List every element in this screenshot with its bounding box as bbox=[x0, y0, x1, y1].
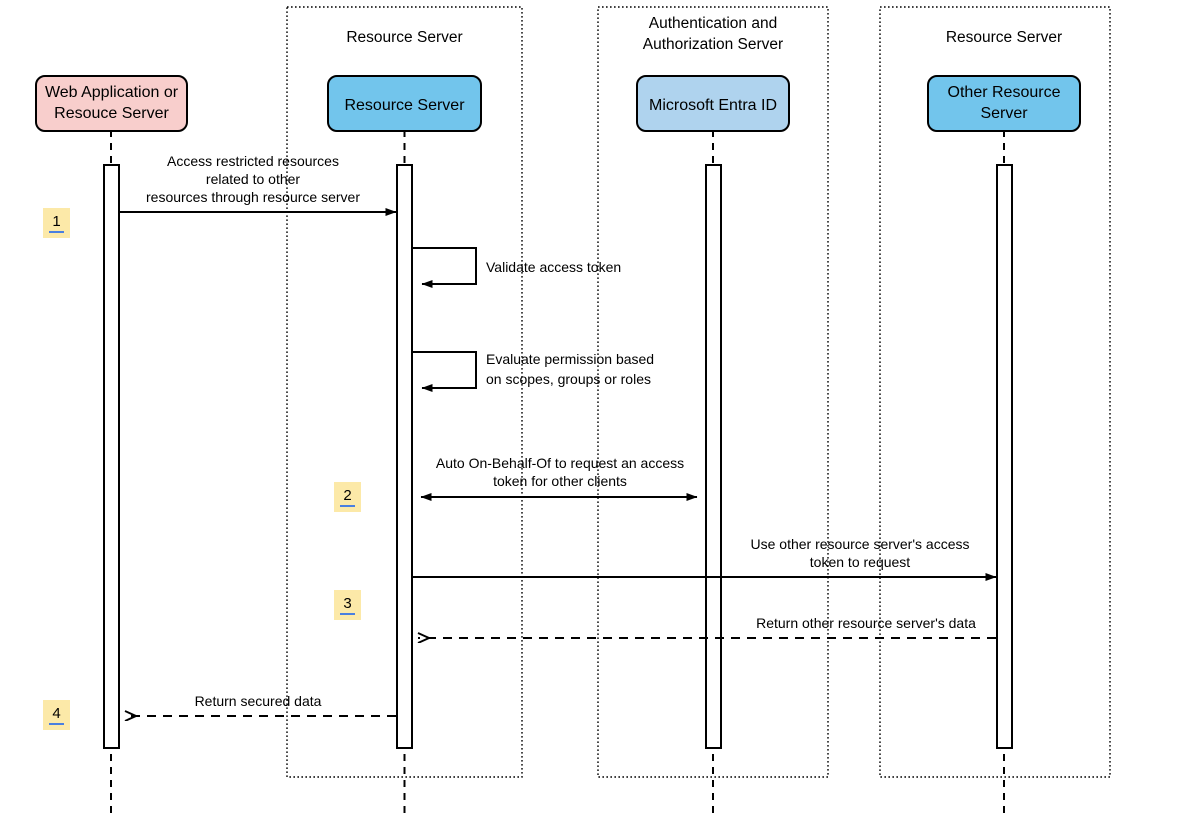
step-badge-4-number: 4 bbox=[52, 705, 60, 722]
step-badge-3[interactable]: 3 bbox=[334, 590, 361, 620]
message-auto-on-behalf-of[interactable]: Auto On-Behalf-Of to request an access t… bbox=[420, 455, 698, 501]
message-4-label: Return secured data bbox=[195, 693, 322, 709]
participant-label-resource-server: Resource Server bbox=[344, 97, 465, 114]
participant-label-other-resource-server-line2: Server bbox=[980, 105, 1028, 122]
message-use-other-resource-token[interactable]: Use other resource server's access token… bbox=[413, 536, 997, 581]
step-badge-3-number: 3 bbox=[343, 595, 351, 612]
participant-other-resource-server[interactable]: Other Resource Server bbox=[927, 75, 1081, 132]
group-label-auth-server-line1: Authentication and bbox=[649, 15, 777, 32]
participant-label-web-application-line2: Resouce Server bbox=[54, 105, 169, 122]
message-1-label-line2: related to other bbox=[206, 171, 301, 187]
step-badge-2-number: 2 bbox=[343, 487, 351, 504]
message-evaluate-permission-line1: Evaluate permission based bbox=[486, 351, 654, 367]
message-use-token-line1: Use other resource server's access bbox=[751, 536, 970, 552]
message-evaluate-permission[interactable]: Evaluate permission based on scopes, gro… bbox=[413, 351, 654, 392]
participant-web-application[interactable]: Web Application or Resouce Server bbox=[35, 75, 188, 132]
message-2-label-line2: token for other clients bbox=[493, 473, 627, 489]
group-container-other-resource-server: Resource Server bbox=[879, 6, 1111, 778]
group-label-auth-server-line2: Authorization Server bbox=[643, 36, 783, 53]
participant-microsoft-entra-id[interactable]: Microsoft Entra ID bbox=[636, 75, 790, 132]
message-use-token-line2: token to request bbox=[810, 554, 911, 570]
group-container-resource-server: Resource Server bbox=[286, 6, 523, 778]
message-1-label-line3: resources through resource server bbox=[146, 189, 360, 205]
step-badge-1-number: 1 bbox=[52, 213, 60, 230]
message-access-restricted-resources[interactable]: Access restricted resources related to o… bbox=[120, 153, 397, 216]
activation-bar-resource-server bbox=[396, 164, 413, 749]
group-label-other-resource-server: Resource Server bbox=[946, 29, 1062, 46]
message-3-label: Return other resource server's data bbox=[756, 615, 976, 631]
message-1-label-line1: Access restricted resources bbox=[167, 153, 339, 169]
message-validate-access-token[interactable]: Validate access token bbox=[413, 247, 621, 288]
group-label-resource-server: Resource Server bbox=[346, 29, 462, 46]
activation-bar-microsoft-entra-id bbox=[705, 164, 722, 749]
step-badge-4[interactable]: 4 bbox=[43, 700, 70, 730]
step-badge-2[interactable]: 2 bbox=[334, 482, 361, 512]
message-validate-token-label: Validate access token bbox=[486, 259, 621, 275]
participant-label-other-resource-server-line1: Other Resource bbox=[948, 84, 1061, 101]
participant-label-microsoft-entra-id: Microsoft Entra ID bbox=[649, 97, 777, 114]
message-return-secured-data[interactable]: Return secured data bbox=[125, 693, 396, 716]
participant-label-web-application-line1: Web Application or bbox=[45, 84, 179, 101]
activation-bar-web-application bbox=[103, 164, 120, 749]
message-2-label-line1: Auto On-Behalf-Of to request an access bbox=[436, 455, 684, 471]
step-badge-1[interactable]: 1 bbox=[43, 208, 70, 238]
activation-bar-other-resource-server bbox=[996, 164, 1013, 749]
message-evaluate-permission-line2: on scopes, groups or roles bbox=[486, 371, 651, 387]
participant-resource-server[interactable]: Resource Server bbox=[327, 75, 482, 132]
message-return-other-resource-data[interactable]: Return other resource server's data bbox=[418, 615, 996, 638]
group-container-auth-server: Authentication and Authorization Server bbox=[597, 6, 829, 778]
